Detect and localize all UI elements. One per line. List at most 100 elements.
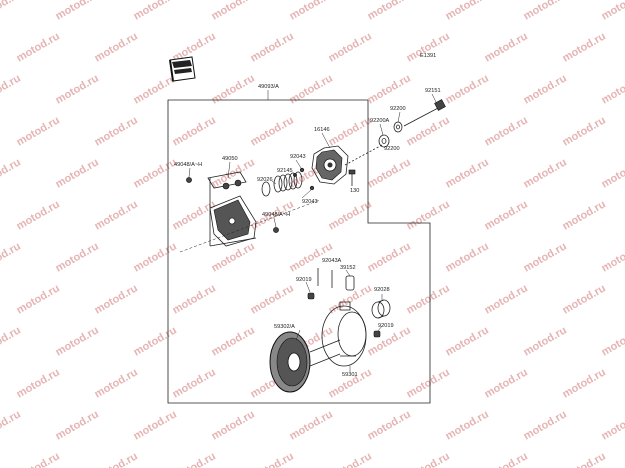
watermark-text: motod.ru: [93, 30, 140, 64]
watermark-text: motod.ru: [0, 0, 23, 23]
watermark-text: motod.ru: [366, 408, 413, 442]
watermark-text: motod.ru: [93, 366, 140, 400]
watermark-text: motod.ru: [483, 282, 530, 316]
label-92145: 92145: [277, 168, 293, 174]
watermark-text: motod.ru: [132, 0, 179, 23]
collar-92019-left: [307, 292, 315, 300]
assembly-frame: [167, 99, 431, 404]
watermark-text: motod.ru: [366, 324, 413, 358]
watermark-text: motod.ru: [405, 450, 452, 468]
watermark-text: motod.ru: [171, 198, 218, 232]
watermark-text: motod.ru: [210, 0, 257, 23]
watermark-text: motod.ru: [327, 450, 374, 468]
watermark-text: motod.ru: [132, 324, 179, 358]
watermark-text: motod.ru: [54, 72, 101, 106]
washer-92200: [393, 121, 403, 133]
label-92200a: 92200A: [370, 118, 390, 124]
watermark-text: motod.ru: [132, 408, 179, 442]
watermark-text: motod.ru: [15, 114, 62, 148]
watermark-text: motod.ru: [0, 408, 23, 442]
watermark-text: motod.ru: [444, 0, 491, 23]
watermark-text: motod.ru: [366, 0, 413, 23]
label-130: 130: [350, 188, 359, 194]
label-92019-right: 92019: [378, 323, 394, 329]
pins-92043a: [317, 268, 333, 288]
watermark-text: motod.ru: [366, 240, 413, 274]
watermark-text: motod.ru: [561, 282, 608, 316]
watermark-text: motod.ru: [327, 282, 374, 316]
label-39152: 39152: [340, 265, 356, 271]
watermark-text: motod.ru: [210, 240, 257, 274]
watermark-text: motod.ru: [366, 156, 413, 190]
watermark-text: motod.ru: [93, 114, 140, 148]
rivet-49048-right: [273, 227, 279, 233]
spider-16146: [311, 144, 383, 185]
watermark-text: motod.ru: [171, 282, 218, 316]
watermark-text: motod.ru: [483, 366, 530, 400]
label-92200-top: 92200: [390, 106, 406, 112]
watermark-text: motod.ru: [249, 282, 296, 316]
watermark-text: motod.ru: [522, 156, 569, 190]
label-49093: 49093/A: [258, 84, 279, 90]
watermark-text: motod.ru: [171, 450, 218, 468]
bolt-130: [348, 169, 356, 186]
watermark-text: motod.ru: [561, 30, 608, 64]
label-49048-right: 49048/A~H: [262, 212, 290, 218]
rivet-49048-left: [186, 177, 192, 183]
watermark-text: motod.ru: [0, 72, 23, 106]
watermark-text: motod.ru: [171, 114, 218, 148]
label-59302: 59302/A: [274, 324, 295, 330]
label-92028: 92028: [374, 287, 390, 293]
watermark-text: motod.ru: [15, 30, 62, 64]
label-92043-top: 92043: [290, 154, 306, 160]
watermark-text: motod.ru: [54, 324, 101, 358]
watermark-text: motod.ru: [405, 282, 452, 316]
watermark-text: motod.ru: [483, 198, 530, 232]
watermark-text: motod.ru: [600, 0, 625, 23]
watermark-text: motod.ru: [93, 450, 140, 468]
watermark-text: motod.ru: [561, 450, 608, 468]
watermark-text: motod.ru: [522, 240, 569, 274]
watermark-text: motod.ru: [54, 408, 101, 442]
watermark-text: motod.ru: [405, 366, 452, 400]
manual-book-icon: [169, 56, 196, 82]
watermark-text: motod.ru: [0, 156, 23, 190]
label-92019-left: 92019: [296, 277, 312, 283]
watermark-text: motod.ru: [561, 366, 608, 400]
label-92043-mid: 92043: [302, 199, 318, 205]
ring-part: [261, 181, 271, 197]
fixed-sheave-59302: [269, 331, 341, 393]
watermark-text: motod.ru: [600, 324, 625, 358]
roller-39152: [345, 275, 355, 291]
watermark-text: motod.ru: [171, 366, 218, 400]
watermark-text: motod.ru: [483, 450, 530, 468]
watermark-text: motod.ru: [288, 72, 335, 106]
movable-sheave-59301: [321, 301, 367, 367]
watermark-text: motod.ru: [0, 240, 23, 274]
watermark-text: motod.ru: [249, 30, 296, 64]
watermark-text: motod.ru: [327, 30, 374, 64]
weight-arm-49050: [207, 171, 257, 247]
watermark-text: motod.ru: [54, 156, 101, 190]
watermark-text: motod.ru: [444, 408, 491, 442]
watermark-text: motod.ru: [444, 240, 491, 274]
watermark-text: motod.ru: [132, 156, 179, 190]
watermark-text: motod.ru: [366, 72, 413, 106]
watermark-text: motod.ru: [600, 156, 625, 190]
watermark-text: motod.ru: [0, 324, 23, 358]
watermark-text: motod.ru: [15, 450, 62, 468]
label-92200-bottom: 92200: [384, 146, 400, 152]
watermark-text: motod.ru: [522, 408, 569, 442]
watermark-text: motod.ru: [210, 324, 257, 358]
watermark-text: motod.ru: [327, 114, 374, 148]
watermark-text: motod.ru: [444, 156, 491, 190]
watermark-text: motod.ru: [561, 198, 608, 232]
watermark-text: motod.ru: [483, 114, 530, 148]
watermark-text: motod.ru: [522, 0, 569, 23]
label-59301: 59301: [342, 372, 358, 378]
watermark-text: motod.ru: [327, 198, 374, 232]
watermark-text: motod.ru: [210, 408, 257, 442]
watermark-text: motod.ru: [210, 72, 257, 106]
